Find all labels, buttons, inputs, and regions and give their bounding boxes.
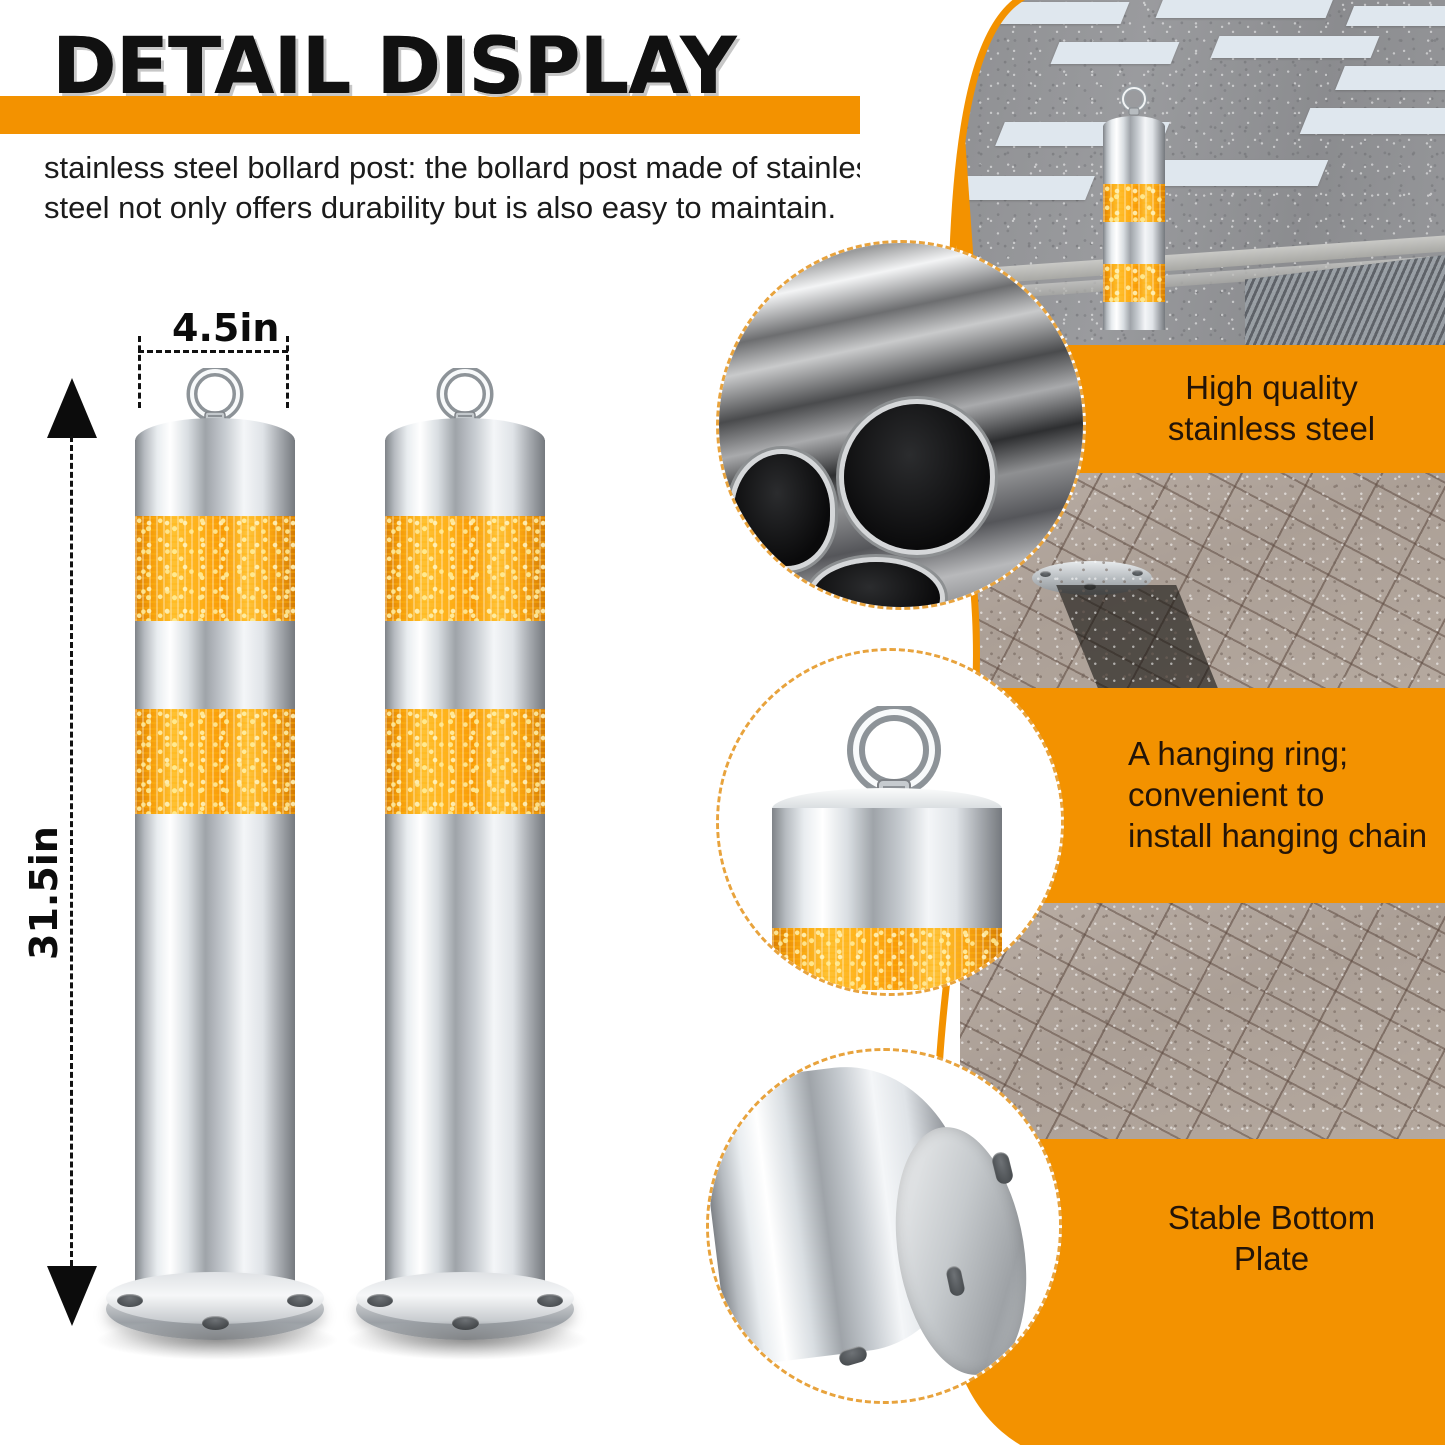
crosswalk-stripe	[1299, 108, 1445, 134]
callout-line: Stable Bottom	[1167, 1199, 1376, 1237]
crosswalk-stripe	[1050, 42, 1180, 64]
base-bolt-hole	[537, 1294, 563, 1307]
dim-height-line	[70, 436, 73, 1266]
callout-bottom-plate-text: Stable Bottom Plate	[1168, 1198, 1375, 1280]
bollard-shaft-middle	[1103, 222, 1165, 264]
bollard-shaft-upper	[385, 440, 545, 516]
base-bolt-hole	[287, 1294, 313, 1307]
callout-hanging-ring-text: A hanging ring; convenient to install ha…	[1128, 734, 1427, 857]
bollard-shaft-middle	[135, 621, 295, 709]
base-bolt-hole	[117, 1294, 143, 1307]
page-title-outline: DETAIL DISPLAY	[49, 19, 740, 115]
inset-clip	[709, 1051, 1059, 1401]
callout-line: Plate	[1233, 1240, 1310, 1277]
photo-inset-bottom-plate	[706, 1048, 1062, 1404]
callout-line: install hanging chain	[1128, 816, 1428, 854]
dim-width-line	[138, 350, 288, 353]
callout-line: convenient to	[1128, 776, 1325, 814]
photo-road-install	[960, 0, 1445, 345]
reflective-band-upper	[1103, 184, 1165, 222]
callout-high-quality-text: High quality stainless steel	[1168, 368, 1375, 450]
base-bolt-hole	[452, 1316, 479, 1330]
bollard-shaft-lower	[385, 814, 545, 1310]
info-panel: DETAIL DISPLAY DETAIL DISPLAY stainless …	[0, 19, 905, 1360]
cap-reflective-band	[772, 928, 1002, 990]
crosswalk-stripe	[1335, 66, 1445, 90]
reflective-band-lower	[385, 709, 545, 814]
callout-line: High quality	[1185, 369, 1358, 407]
bollard-left	[95, 368, 339, 1360]
dim-width-label: 4.5in	[172, 306, 280, 350]
bollard-right	[345, 368, 589, 1360]
inset-clip	[719, 243, 1083, 607]
reflective-band-upper	[385, 516, 545, 621]
dim-arrow-down	[47, 1266, 97, 1326]
callout-line: A hanging ring;	[1128, 735, 1349, 773]
title-underline-bar	[0, 96, 905, 134]
callout-hanging-ring: A hanging ring; convenient to install ha…	[1098, 688, 1445, 903]
dim-extension-right	[286, 336, 289, 408]
crosswalk-stripe	[1155, 0, 1335, 18]
photo-paving-lower	[960, 903, 1445, 1139]
inset-clip	[719, 651, 1061, 993]
crosswalk-stripe	[1210, 36, 1380, 58]
base-bolt-hole	[367, 1294, 393, 1307]
dim-arrow-up	[47, 378, 97, 438]
reflective-band-lower	[135, 709, 295, 814]
bollard-shaft-upper	[1103, 126, 1165, 184]
callout-high-quality: High quality stainless steel	[1098, 345, 1445, 473]
reflective-band-upper	[135, 516, 295, 621]
bollard-on-road	[1103, 86, 1165, 330]
bollard-shaft-middle	[385, 621, 545, 709]
tube-bore-main	[844, 404, 990, 550]
tube-bore-secondary	[734, 454, 830, 566]
bollard-shaft-lower	[1103, 302, 1165, 330]
crosswalk-stripe	[1142, 160, 1329, 186]
callout-line: stainless steel	[1167, 410, 1376, 447]
bollard-shaft-upper	[135, 440, 295, 516]
dim-extension-left	[138, 336, 141, 408]
photo-inset-steel-tubes	[716, 240, 1086, 610]
callout-bottom-plate: Stable Bottom Plate	[1098, 1139, 1445, 1339]
crosswalk-stripe	[960, 176, 1095, 200]
reflective-band-lower	[1103, 264, 1165, 302]
bollard-ground-shadow	[345, 1320, 589, 1360]
crosswalk-stripe	[1345, 6, 1445, 26]
dim-height-label: 31.5in	[22, 826, 66, 960]
hanging-ring-icon	[1120, 86, 1148, 116]
flange-bolt-hole	[1132, 570, 1143, 576]
product-description: stainless steel bollard post: the bollar…	[44, 150, 887, 225]
crosswalk-stripe	[960, 2, 1130, 24]
bollard-shaft-lower	[135, 814, 295, 1310]
page-title: DETAIL DISPLAY	[52, 22, 737, 112]
cap-body	[772, 808, 1002, 933]
bollard-ground-shadow	[95, 1320, 339, 1360]
photo-inset-hanging-ring	[716, 648, 1064, 996]
base-bolt-hole	[202, 1316, 229, 1330]
flange-bolt-hole	[1084, 583, 1096, 590]
